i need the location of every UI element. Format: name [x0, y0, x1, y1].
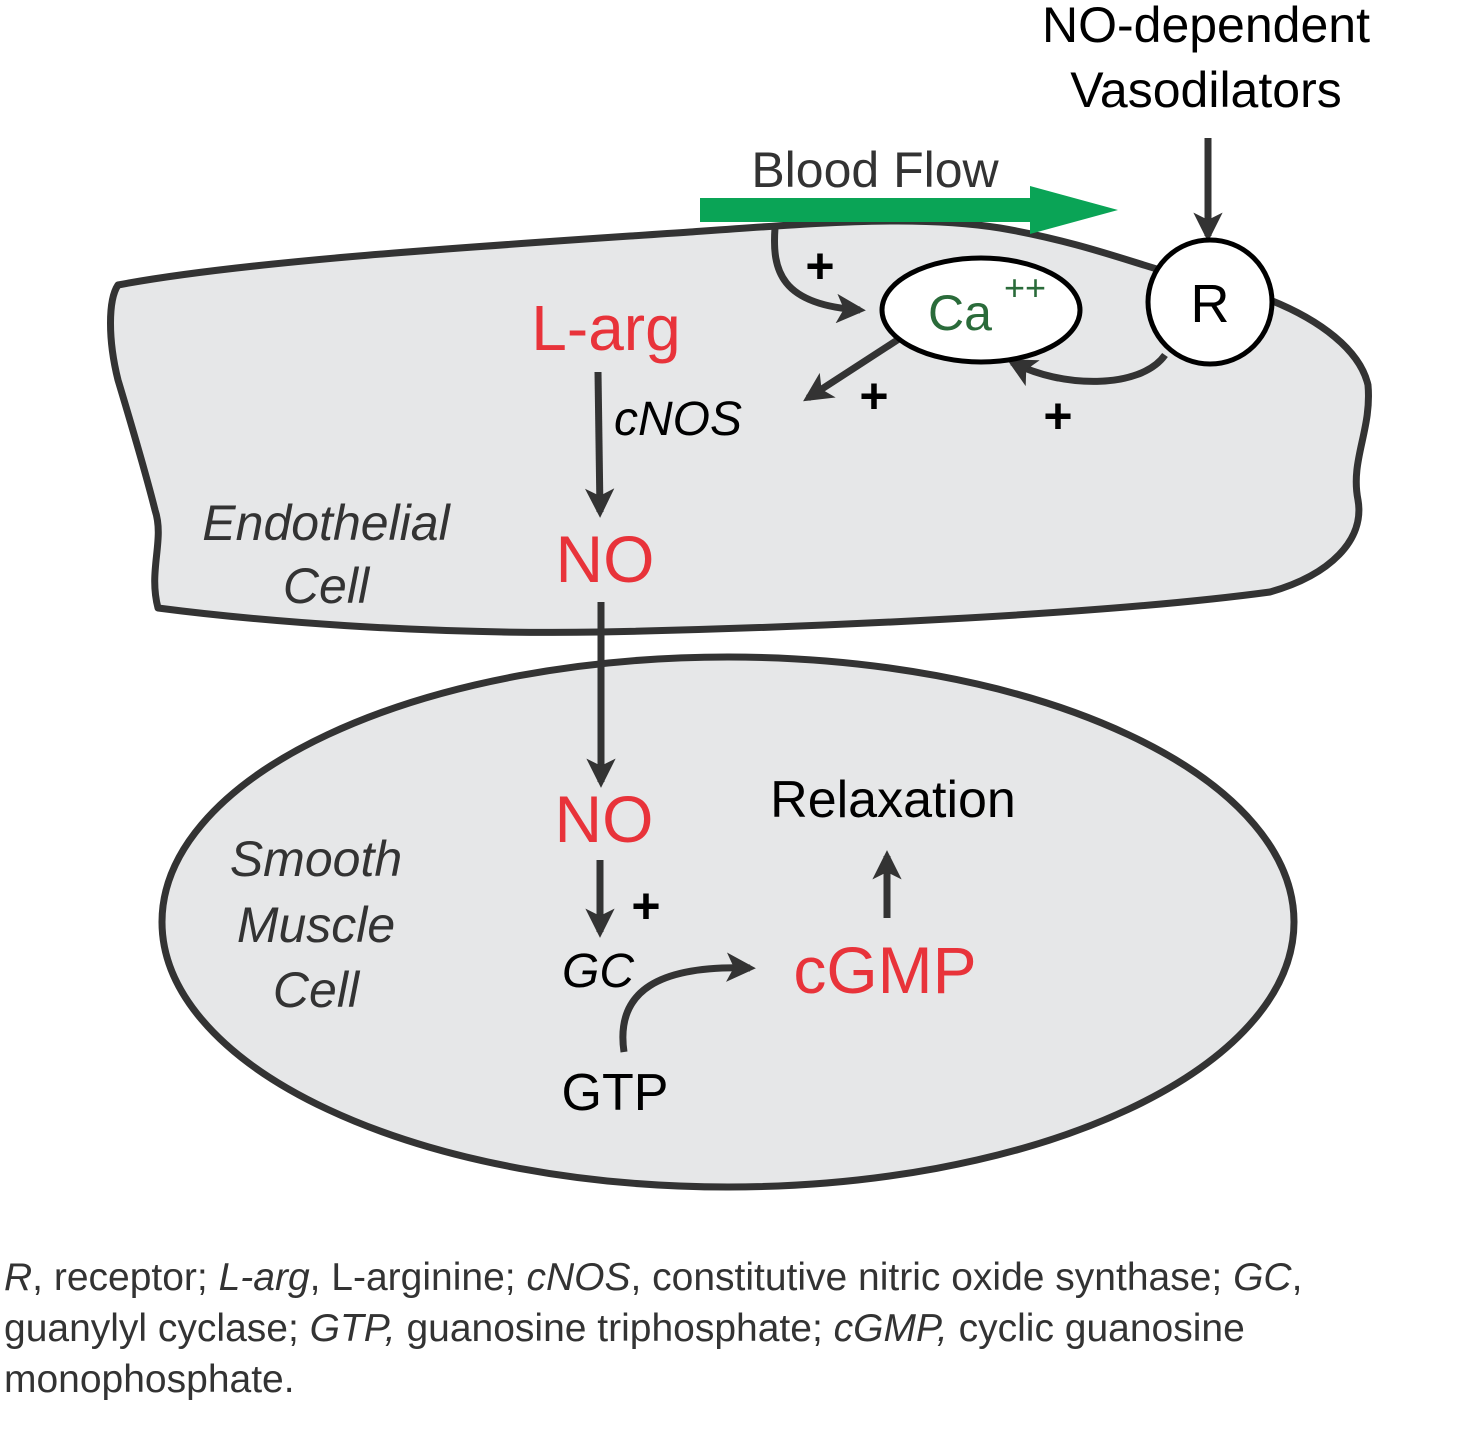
smooth-label-line3: Cell: [273, 962, 361, 1018]
plus-cnos: +: [859, 368, 888, 424]
vasodilators-label-line2: Vasodilators: [1070, 62, 1341, 118]
caption-larg-abbr: L-arg: [218, 1256, 310, 1299]
cnos-label: cNOS: [614, 393, 742, 446]
caption-gtp-def: guanosine triphosphate;: [395, 1307, 834, 1350]
receptor-label: R: [1191, 274, 1230, 334]
calcium-label: Ca: [928, 285, 992, 341]
relaxation-label: Relaxation: [770, 771, 1016, 829]
smooth-label-line1: Smooth: [230, 831, 402, 887]
caption-cnos-abbr: cNOS: [526, 1256, 631, 1299]
calcium-to-cnos-arrow: [803, 332, 907, 402]
gc-label: GC: [562, 945, 634, 998]
blood-flow-label: Blood Flow: [751, 142, 999, 198]
abbreviation-legend: R, receptor; L-arg, L-arginine; cNOS, co…: [4, 1252, 1444, 1405]
blood-flow-arrow: [700, 186, 1118, 234]
caption-cgmp-abbr: cGMP,: [833, 1307, 948, 1350]
plus-gc: +: [631, 878, 660, 934]
gtp-label: GTP: [562, 1064, 669, 1122]
smooth-label-line2: Muscle: [237, 897, 395, 953]
caption-r-def: , receptor;: [32, 1256, 219, 1299]
gtp-to-cgmp-arrow: [619, 952, 756, 1053]
larg-to-no-arrow: [584, 371, 615, 518]
caption-gc-def: , guanylyl cyclase;: [4, 1256, 1303, 1350]
smooth-muscle-cell: [158, 653, 1298, 1191]
receptor-circle: [1145, 237, 1275, 367]
plus-flow: +: [805, 238, 834, 294]
cgmp-label: cGMP: [793, 933, 976, 1007]
receptor-to-calcium-arrow: [1006, 352, 1168, 387]
no-endothelial-label: NO: [556, 522, 655, 596]
no-smooth-label: NO: [555, 782, 654, 856]
caption-gtp-abbr: GTP,: [309, 1307, 396, 1350]
no-signaling-diagram: NO-dependent Vasodilators Blood Flow R C…: [107, 0, 1372, 1191]
caption-cgmp-def: cyclic guanosine monophosphate.: [4, 1307, 1245, 1401]
vasodilators-label-line1: NO-dependent: [1042, 0, 1370, 53]
calcium-ellipse: [879, 255, 1083, 365]
caption-r-abbr: R: [4, 1256, 33, 1299]
caption-cnos-def: , constitutive nitric oxide synthase;: [630, 1256, 1234, 1299]
flow-to-calcium-arrow: [771, 227, 866, 324]
caption-larg-def: , L-arginine;: [309, 1256, 527, 1299]
calcium-charge-label: ++: [1004, 267, 1046, 308]
l-arg-label: L-arg: [531, 292, 680, 364]
endothelial-label-line1: Endothelial: [202, 495, 451, 551]
plus-receptor: +: [1043, 388, 1072, 444]
caption-gc-abbr: GC: [1233, 1256, 1292, 1299]
endothelial-label-line2: Cell: [283, 558, 371, 614]
